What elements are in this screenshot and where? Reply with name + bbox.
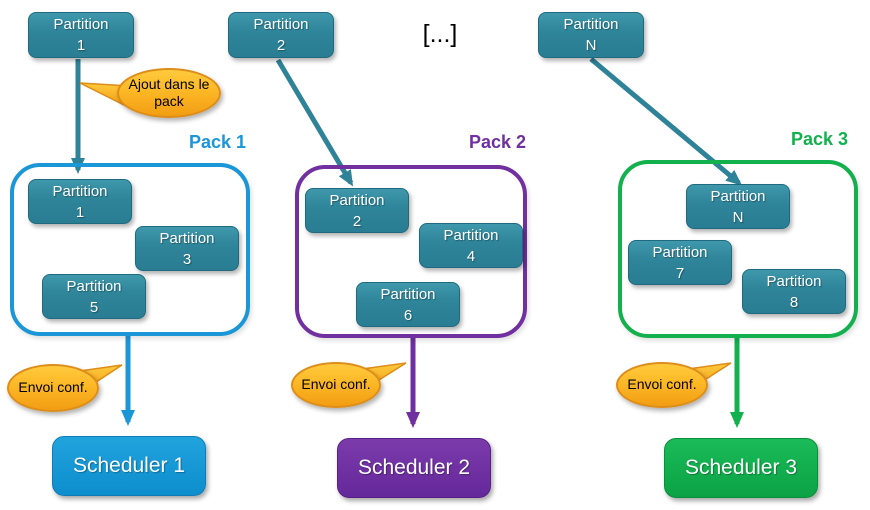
- partition-number: 8: [789, 293, 799, 311]
- partition-label: Partition: [380, 286, 436, 303]
- pack1-partition-1-box: Partition 1: [28, 179, 132, 224]
- callout-text-line2: pack: [154, 93, 184, 109]
- ellipsis-label: [...]: [422, 20, 458, 48]
- partition-number: 2: [276, 36, 286, 54]
- callout-text: Envoi conf.: [301, 376, 371, 393]
- partition-label: Partition: [53, 16, 109, 33]
- pack-3-container: [618, 160, 858, 338]
- pack-2-label: Pack 2: [468, 132, 526, 152]
- scheduler-1-box: Scheduler 1: [52, 436, 206, 496]
- pack3-partition-7-box: Partition 7: [628, 240, 732, 285]
- partition-label: Partition: [66, 278, 122, 295]
- partition-number: 2: [352, 212, 362, 230]
- pack-3-label: Pack 3: [790, 129, 848, 149]
- callout-text-line1: Ajout dans le: [128, 75, 210, 92]
- partition-number: 1: [76, 36, 86, 54]
- pack2-partition-4-box: Partition 4: [419, 223, 523, 268]
- top-partition-2-box: Partition 2: [228, 12, 334, 58]
- partition-number: N: [732, 208, 744, 226]
- callout-envoi-conf-3: Envoi conf.: [616, 362, 708, 408]
- partition-number: 1: [75, 203, 85, 221]
- top-partition-n-box: Partition N: [538, 12, 644, 58]
- callout-text: Envoi conf.: [18, 379, 88, 396]
- partition-number: 7: [675, 264, 685, 282]
- top-partition-1-box: Partition 1: [28, 12, 134, 58]
- partition-number: 3: [182, 250, 192, 268]
- partition-label: Partition: [52, 183, 108, 200]
- callout-envoi-conf-1: Envoi conf.: [7, 364, 99, 412]
- partition-label: Partition: [563, 16, 619, 33]
- scheduler-3-box: Scheduler 3: [664, 438, 818, 498]
- pack-2-container: [295, 165, 527, 338]
- scheduler-2-box: Scheduler 2: [337, 438, 491, 498]
- partition-number: 4: [466, 247, 476, 265]
- partition-label: Partition: [443, 227, 499, 244]
- partition-number: 5: [89, 298, 99, 316]
- partition-label: Partition: [159, 230, 215, 247]
- partition-number: 6: [403, 306, 413, 324]
- partition-label: Partition: [766, 273, 822, 290]
- pack3-partition-8-box: Partition 8: [742, 269, 846, 314]
- callout-envoi-conf-2: Envoi conf.: [291, 362, 381, 408]
- pack2-partition-6-box: Partition 6: [356, 282, 460, 327]
- pack3-partition-n-box: Partition N: [686, 184, 790, 229]
- pack1-partition-3-box: Partition 3: [135, 226, 239, 271]
- pack1-partition-5-box: Partition 5: [42, 274, 146, 319]
- partition-label: Partition: [710, 188, 766, 205]
- pack-1-container: [10, 163, 250, 336]
- pack2-partition-2-box: Partition 2: [305, 188, 409, 233]
- partition-number: N: [585, 36, 597, 54]
- arrow-partition2-to-pack2: [275, 58, 354, 187]
- callout-text: Envoi conf.: [627, 376, 697, 393]
- partition-label: Partition: [652, 244, 708, 261]
- partition-label: Partition: [253, 16, 309, 33]
- pack-1-label: Pack 1: [188, 132, 246, 152]
- partition-label: Partition: [329, 192, 385, 209]
- callout-ajout-dans-le-pack: Ajout dans le pack: [117, 68, 221, 118]
